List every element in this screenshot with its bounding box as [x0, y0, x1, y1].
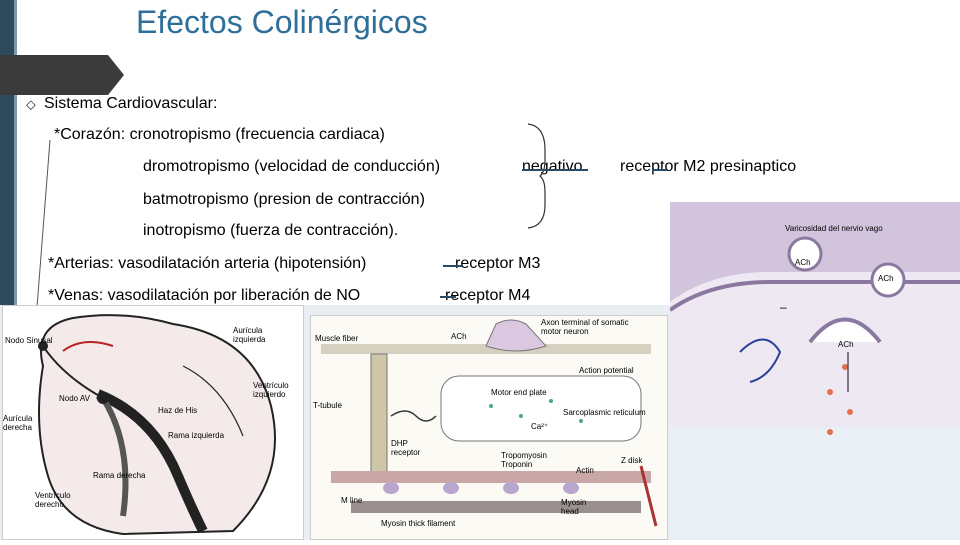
muscle-drawing — [321, 319, 658, 527]
label-axon-terminal: Axon terminal of somatic motor neuron — [541, 318, 629, 336]
label-ventriculo-derecho: Ventrículo derecho — [35, 491, 71, 509]
label-receptor-m4: receptor M4 — [445, 287, 531, 304]
line-arterias: *Arterias: vasodilatación arteria (hipot… — [48, 255, 367, 272]
diamond-bullet-icon: ⬦ — [26, 96, 36, 112]
label-rama-derecha: Rama derecha — [93, 471, 146, 480]
label-sarcoplasmic-reticulum: Sarcoplasmic reticulum — [563, 408, 646, 417]
label-z-disk: Z disk — [621, 456, 643, 465]
label-nodo-av: Nodo AV — [59, 394, 90, 403]
label-motor-end-plate: Motor end plate — [491, 388, 547, 397]
label-haz-his: Haz de His — [158, 406, 198, 415]
line-venas: *Venas: vasodilatación por liberación de… — [48, 287, 361, 304]
label-ach-2: ACh — [878, 274, 894, 283]
label-nodo-sinusal: Nodo Sinusal — [5, 336, 53, 345]
label-dhp-receptor: DHP receptor — [391, 439, 421, 457]
label-ach-1: ACh — [795, 258, 811, 267]
line-dromotropismo: dromotropismo (velocidad de conducción) — [143, 158, 441, 175]
label-actin: Actin — [576, 466, 594, 475]
label-troponin: Troponin — [501, 460, 533, 469]
heart-drawing — [38, 314, 276, 536]
muscle-figure: Axon terminal of somatic motor neuron Mu… — [310, 315, 668, 540]
thin-connector-line — [35, 139, 51, 321]
label-auricula-izquierda: Aurícula izquierda — [233, 326, 266, 344]
label-auricula-derecha: Aurícula derecha — [3, 414, 33, 432]
label-receptor-m3: receptor M3 — [455, 255, 541, 272]
line-batmotropismo: batmotropismo (presion de contracción) — [143, 191, 425, 208]
brace-bracket — [527, 123, 546, 229]
title-tab-shape — [0, 55, 124, 95]
label-ach-3: ACh — [838, 340, 854, 349]
label-rama-izquierda: Rama izquierda — [168, 431, 225, 440]
label-myosin-head: Myosin head — [561, 498, 587, 516]
left-accent-stripe — [14, 0, 17, 540]
label-muscle-fiber: Muscle fiber — [315, 334, 359, 343]
line-corazon: *Corazón: cronotropismo (frecuencia card… — [54, 126, 385, 143]
label-ventriculo-izquierdo: Ventrículo izquierdo — [253, 381, 289, 399]
section-heading: Sistema Cardiovascular: — [44, 95, 218, 112]
label-minus: – — [780, 300, 787, 314]
label-action-potential: Action potential — [579, 366, 634, 375]
vagus-drawing — [668, 202, 960, 540]
label-calcium: Ca²⁺ — [531, 422, 549, 431]
label-varicosidad: Varicosidad del nervio vago — [785, 224, 883, 233]
label-myosin-filament: Myosin thick filament — [381, 519, 456, 528]
label-t-tubule: T-tubule — [313, 401, 342, 410]
label-tropomyosin: Tropomyosin — [501, 451, 547, 460]
slide-title: Efectos Colinérgicos — [136, 4, 428, 40]
line-inotropismo: inotropismo (fuerza de contracción). — [143, 222, 399, 239]
vagus-figure: Varicosidad del nervio vago ACh ACh ACh … — [668, 202, 960, 540]
heart-figure: Nodo Sinusal Aurícula izquierda Ventrícu… — [2, 305, 304, 540]
label-ach: ACh — [451, 332, 467, 341]
label-m-line: M line — [341, 496, 363, 505]
